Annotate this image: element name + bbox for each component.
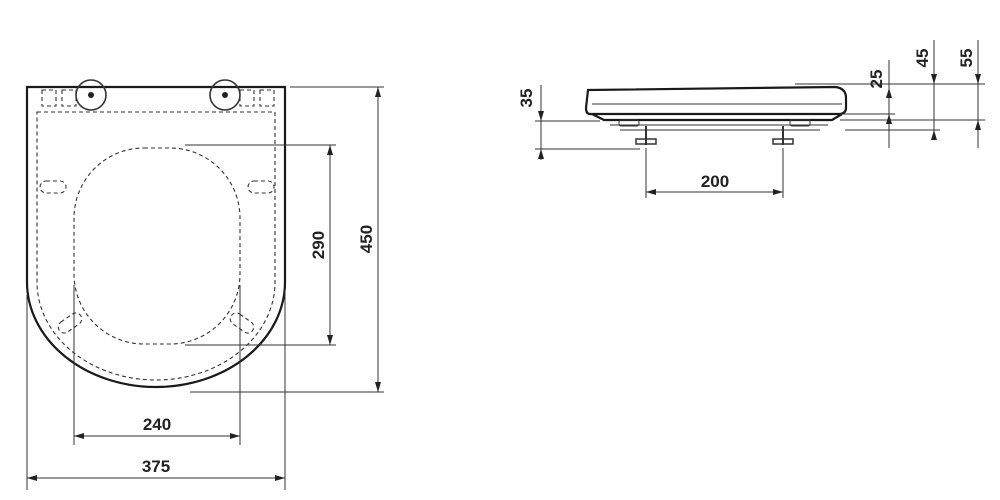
bumper-left-top <box>39 180 67 194</box>
top-view: 375 240 290 450 <box>25 79 384 490</box>
lid-profile <box>584 85 848 116</box>
hinge-pad-left-2 <box>61 89 77 107</box>
bumper-left-bottom <box>57 312 83 334</box>
dim-25-label: 25 <box>867 70 886 89</box>
seat-outline <box>25 85 287 389</box>
bumper-right-bottom <box>229 312 255 334</box>
hinge-pad-right-1 <box>239 89 255 107</box>
dim-45-label: 45 <box>913 49 932 68</box>
hinge-pad-right-2 <box>259 89 275 107</box>
hinge-left-icon <box>75 79 107 111</box>
hinge-pad-left-1 <box>41 89 57 107</box>
dim-290-label: 290 <box>309 231 328 259</box>
bolt-right-icon <box>772 126 794 145</box>
seat-opening-dashed <box>73 147 241 345</box>
dim-200-label: 200 <box>701 172 729 191</box>
bumper-side-left <box>618 119 640 127</box>
bumper-side-right <box>789 119 811 127</box>
bumper-right-top <box>247 180 275 194</box>
lid-outline-dashed <box>36 111 276 381</box>
dim-450-label: 450 <box>357 225 376 253</box>
dim-55-label: 55 <box>957 49 976 68</box>
side-view: 200 35 25 45 55 <box>517 40 985 198</box>
bolt-left-icon <box>635 126 657 145</box>
dim-375-label: 375 <box>142 457 170 476</box>
hinge-right-icon <box>209 79 241 111</box>
seat-profile <box>591 113 843 122</box>
dim-35-label: 35 <box>517 89 536 108</box>
dim-240-label: 240 <box>143 415 171 434</box>
